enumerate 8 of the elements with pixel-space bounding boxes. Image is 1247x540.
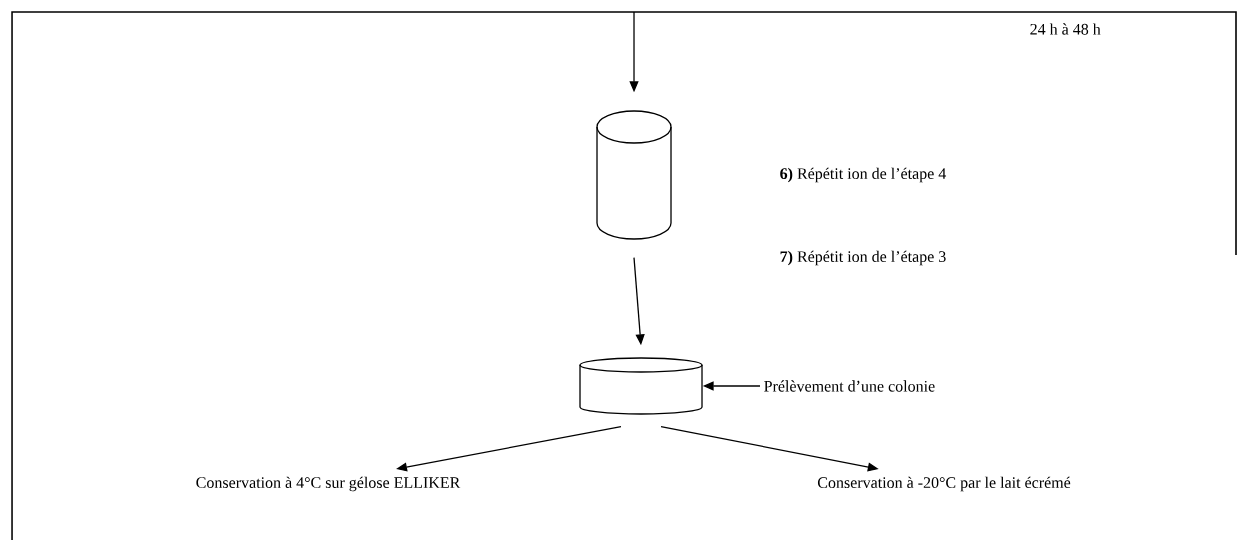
step-note: 6) Répétit ion de l’étape 4 <box>780 167 947 183</box>
step-text: Conservation à -20°C par le lait écrémé <box>817 476 1071 492</box>
step-text: Conservation à 4°C sur gélose ELLIKER <box>196 476 461 492</box>
petri-dish-drawing <box>579 357 703 415</box>
step-text: Prélèvement d’une colonie <box>764 380 935 392</box>
step-note: 7) Répétit ion de l’étape 3 <box>780 250 946 266</box>
step-note: 24 h à 48 h <box>1030 23 1101 35</box>
tube-drawing <box>596 110 672 240</box>
